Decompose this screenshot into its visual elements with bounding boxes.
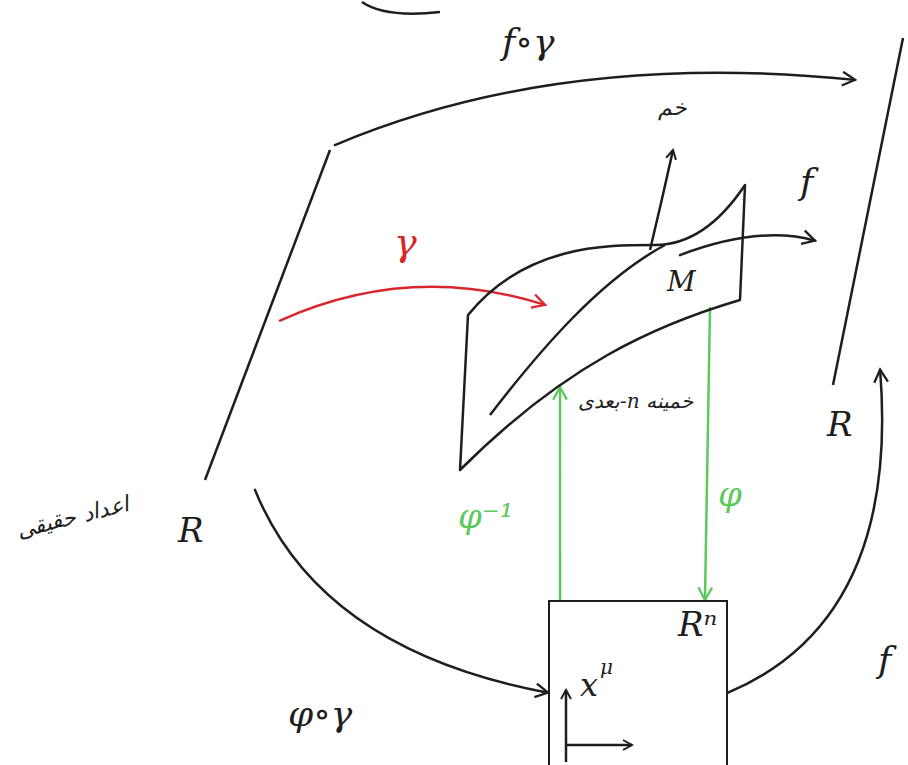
map-label: f∘γ	[500, 22, 557, 62]
node-outline	[815, 30, 908, 460]
mapping-arrow	[680, 235, 815, 255]
mapping-arrow	[705, 308, 710, 600]
node-label: R	[827, 406, 853, 443]
real-line: R	[170, 140, 340, 560]
note-text: خمینه n-بعدی	[576, 390, 695, 412]
node-label: μ	[600, 656, 613, 678]
map-label: γ	[392, 222, 419, 264]
map-label: f	[876, 640, 893, 680]
manifold-sheet: M	[455, 175, 755, 475]
real-line: R	[815, 30, 908, 460]
mapping-arrow	[255, 490, 548, 693]
node-label: R	[178, 512, 204, 549]
partial-arc	[362, 2, 440, 14]
chart-box: Rⁿ xμ	[548, 600, 728, 765]
mapping-arrow	[335, 73, 855, 145]
manifold-outline	[460, 185, 745, 470]
mapping-arrow	[728, 370, 882, 693]
axis-arrow	[566, 744, 632, 747]
node-outline	[170, 140, 340, 560]
note-text: اعداد حقیقی	[12, 491, 133, 543]
number-line	[833, 38, 903, 385]
mapping-arrow	[280, 287, 545, 321]
node-label: Rⁿ	[678, 606, 717, 643]
map-label: f	[798, 162, 815, 202]
node-outline	[455, 175, 755, 475]
curve-pointer	[650, 150, 673, 250]
map-label: φ⁻¹	[456, 498, 515, 535]
axis-arrow	[565, 690, 568, 762]
node-label: M	[667, 267, 696, 298]
number-line	[205, 150, 330, 480]
map-label: φ∘γ	[286, 694, 354, 734]
note-text: خم	[656, 96, 689, 120]
mapping-arrow	[559, 387, 562, 600]
map-label: φ	[716, 476, 744, 513]
node-label: x	[580, 668, 598, 703]
